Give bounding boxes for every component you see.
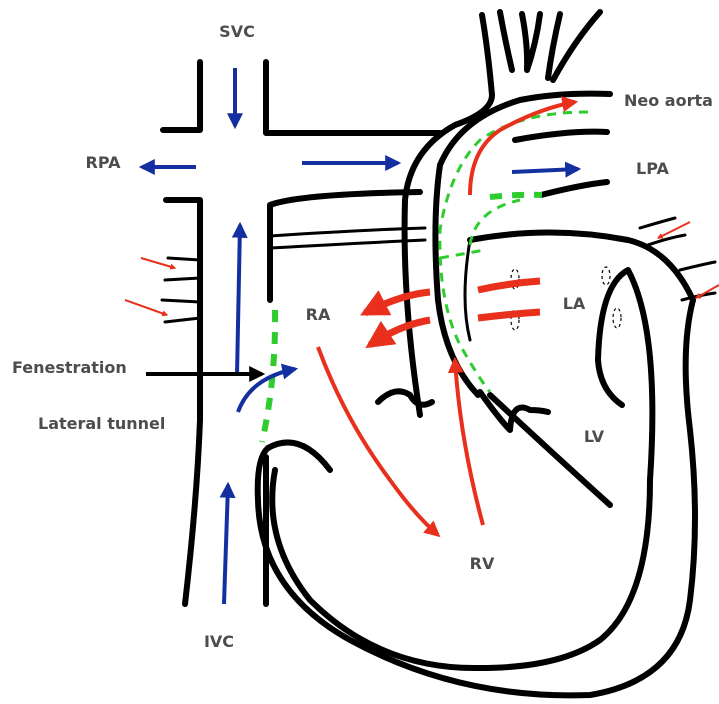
label-svc: SVC: [219, 22, 255, 41]
pv-inflow-upper: [478, 281, 540, 290]
oxygenated-flow: [125, 102, 719, 535]
ostium-3: [602, 267, 610, 285]
pv-inflow-lower: [478, 312, 540, 318]
head-vessel-4: [548, 12, 600, 80]
pulmonary-vein-r3: [162, 300, 200, 302]
mitral-leaflet-ra: [378, 391, 432, 404]
lpa-anastomosis-line: [490, 195, 542, 197]
label-lateral-tunnel: Lateral tunnel: [38, 414, 165, 433]
label-rv: RV: [470, 554, 495, 573]
rpv-flow-arrow-lower: [125, 300, 167, 315]
head-vessel-1: [482, 15, 492, 95]
head-vessel-3: [522, 14, 540, 70]
label-la: LA: [563, 294, 586, 313]
tunnel-flow-arrow: [237, 225, 240, 375]
label-fenestration: Fenestration: [12, 358, 127, 377]
ostium-4: [613, 308, 621, 328]
labels: SVC RPA Neo aorta LPA RA LA LV RV IVC Fe…: [12, 22, 713, 651]
lpa-flow-arrow: [512, 169, 578, 172]
pulmonary-vein-r1: [168, 258, 200, 260]
head-vessel-2: [500, 12, 512, 70]
svc-right-wall: [266, 62, 440, 133]
la-to-ra-arrow-lower: [370, 320, 430, 345]
ivc-flow-arrow: [224, 485, 228, 604]
svc-left-wall: [163, 62, 200, 130]
lpa-upper-wall: [515, 132, 607, 140]
neo-aorta-suture-line-2: [440, 250, 485, 258]
label-lv: LV: [584, 427, 605, 446]
pulmonary-vein-r4: [165, 318, 200, 322]
systemic-venous-flow: [142, 68, 578, 604]
pulmonary-vein-r2: [165, 278, 200, 280]
label-lpa: LPA: [636, 159, 669, 178]
neo-aorta-suture-line: [440, 112, 588, 392]
rv-septum: [272, 470, 650, 668]
label-ivc: IVC: [204, 632, 234, 651]
neo-aorta: [405, 12, 610, 415]
label-neo-aorta: Neo aorta: [624, 91, 713, 110]
rv-inner-wall: [268, 442, 330, 470]
label-rpa: RPA: [86, 153, 122, 172]
lpa-lower-wall: [541, 182, 607, 195]
la-septum: [465, 240, 470, 340]
rpa-lower-wall: [166, 200, 200, 420]
ra-to-rv-arrow: [318, 347, 438, 535]
ivc-left-wall: [185, 420, 200, 604]
la-to-ra-arrow-upper: [365, 292, 430, 313]
left-pulmonary-vein-upper: [640, 218, 685, 246]
lpv-flow-arrow-lower: [696, 285, 719, 298]
label-ra: RA: [306, 305, 331, 324]
